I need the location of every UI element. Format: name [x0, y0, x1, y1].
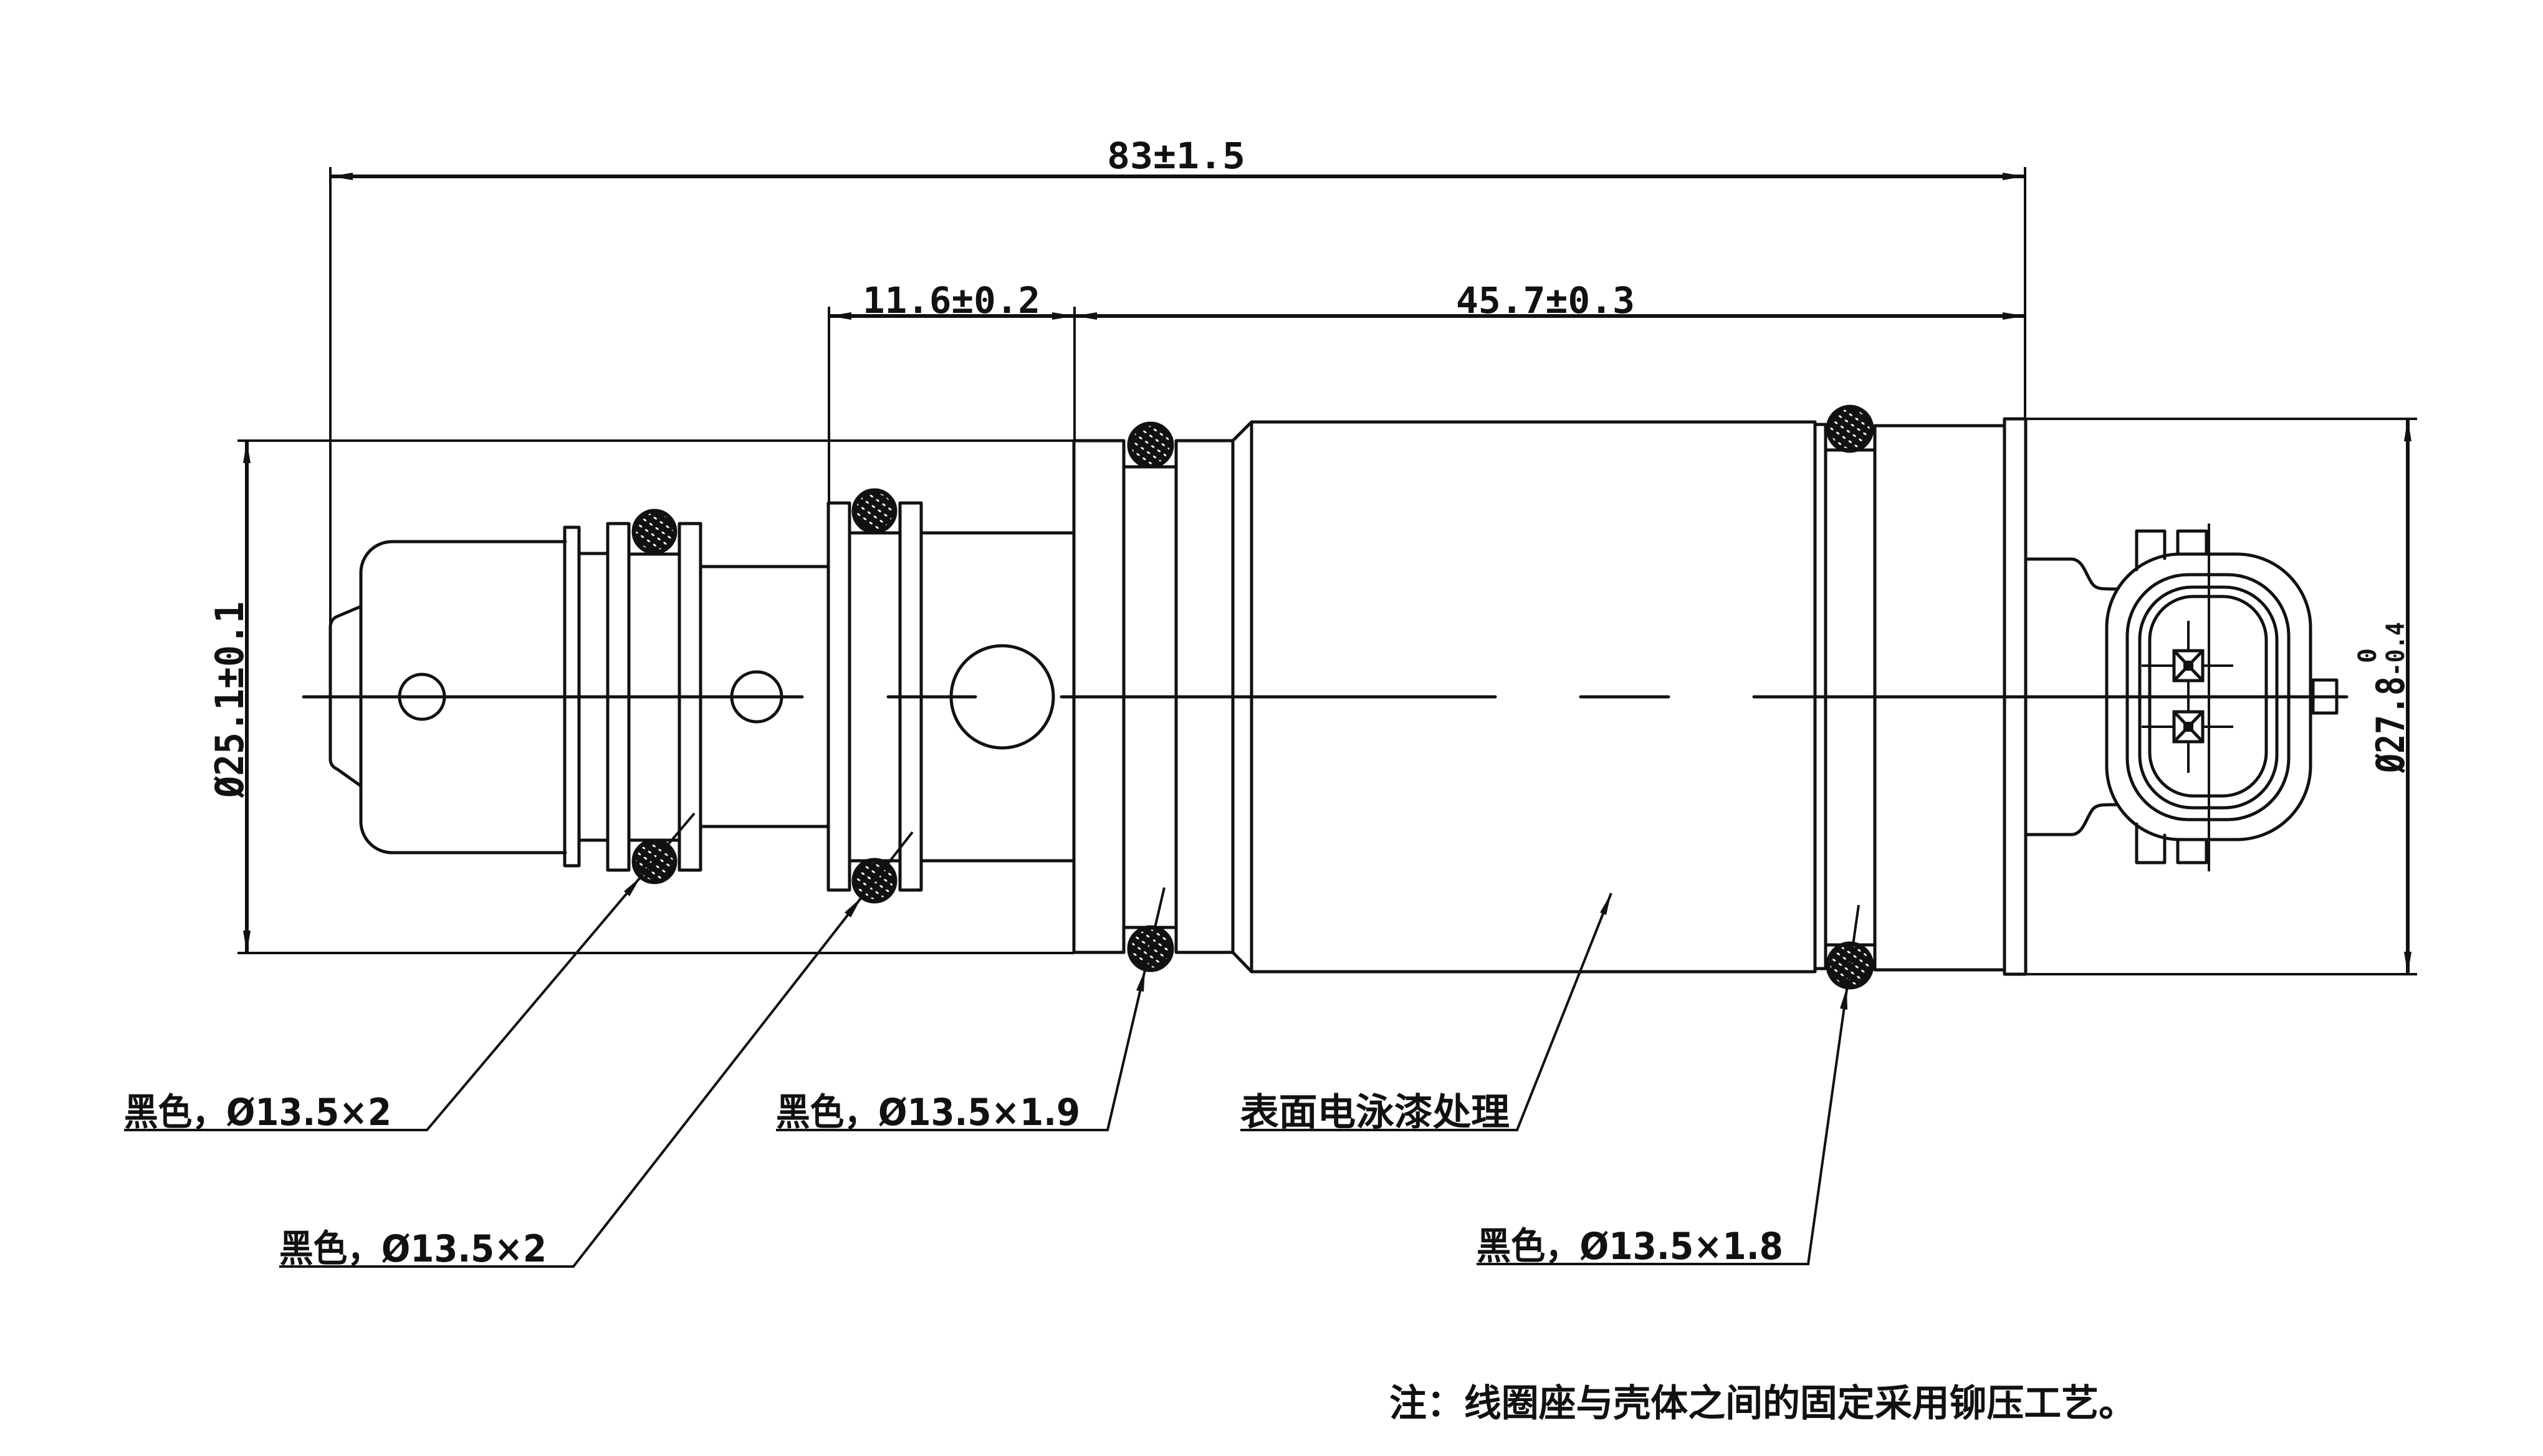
arrowhead	[2003, 173, 2025, 180]
o-ring-2-top	[851, 488, 898, 534]
dimension-seal-pitch: 11.6±0.2	[829, 279, 1075, 322]
latch-tab-bottom-2	[2176, 838, 2208, 865]
housing-chamfer	[1231, 420, 1253, 974]
arrowhead	[829, 312, 851, 320]
overall-length-value: 83±1.5	[1107, 135, 1245, 177]
diameter-right-nominal: Ø27.8	[2368, 676, 2413, 774]
callout-surface-treatment: 表面电泳漆处理	[1240, 893, 1612, 1134]
leader-arrowhead	[845, 898, 861, 917]
drawing-note: 注：线圈座与壳体之间的固定采用铆压工艺。	[1389, 1382, 2136, 1425]
callout-o-ring-4: 黑色，Ø13.5×1.8	[1477, 904, 1860, 1268]
arrowhead	[243, 441, 251, 463]
leader-arrowhead	[1840, 987, 1847, 1010]
arrowhead	[243, 931, 251, 953]
dimension-overall-length: 83±1.5	[330, 135, 2025, 180]
dimension-diameter-left: Ø25.1±0.1	[207, 441, 252, 953]
arrowhead	[2404, 419, 2411, 441]
o-ring-1-top	[631, 509, 678, 555]
seal-pitch-value: 11.6±0.2	[863, 279, 1040, 322]
leader-arrowhead	[1136, 970, 1145, 992]
leader-arrowhead	[624, 877, 641, 896]
callout-text: 黑色，Ø13.5×1.8	[1477, 1225, 1783, 1268]
connector-base-bottom	[2024, 803, 2119, 836]
leader-line	[279, 831, 914, 1268]
latch-tab-top-1	[2135, 529, 2167, 572]
seal-land-2a	[826, 501, 851, 892]
leader-line	[124, 812, 696, 1131]
latch-tab-bottom-1	[2135, 822, 2167, 865]
callout-o-ring-1: 黑色，Ø13.5×2	[124, 812, 696, 1134]
terminal-pin-1	[2172, 649, 2205, 682]
callout-text: 黑色，Ø13.5×2	[279, 1227, 547, 1271]
callout-o-ring-2: 黑色，Ø13.5×2	[279, 831, 914, 1271]
diameter-right-lower-tolerance: -0.4	[2382, 622, 2410, 676]
connector-base-top	[2024, 557, 2119, 591]
dimension-diameter-right: Ø27.8 -0.4 0	[2354, 419, 2413, 974]
callout-text: 表面电泳漆处理	[1240, 1091, 1510, 1134]
callout-text: 黑色，Ø13.5×2	[124, 1091, 391, 1134]
latch-tab-top-2	[2176, 529, 2208, 556]
left-connector-latch	[328, 605, 363, 788]
o-rings	[631, 405, 1874, 990]
arrowhead	[2003, 312, 2025, 320]
arrowhead	[1052, 312, 1075, 320]
extension-lines	[237, 167, 2417, 975]
arrowhead	[2404, 952, 2411, 974]
leader-line	[776, 887, 1166, 1131]
diameter-left-value: Ø25.1±0.1	[207, 601, 252, 798]
callout-text: 黑色，Ø13.5×1.9	[776, 1091, 1080, 1134]
leader-line	[1477, 904, 1860, 1265]
o-ring-3-top	[1127, 421, 1174, 469]
arrowhead	[330, 173, 353, 180]
dimension-body-length: 45.7±0.3	[1075, 279, 2025, 322]
diameter-right-upper-tolerance: 0	[2354, 648, 2382, 663]
body-length-value: 45.7±0.3	[1456, 279, 1635, 322]
o-ring-4-top	[1826, 405, 1874, 453]
leader-line	[1240, 893, 1612, 1131]
terminal-pin-2	[2172, 710, 2205, 744]
arrowhead	[1075, 312, 1097, 320]
callout-o-ring-3: 黑色，Ø13.5×1.9	[776, 887, 1166, 1134]
leader-arrowhead	[1600, 893, 1611, 915]
